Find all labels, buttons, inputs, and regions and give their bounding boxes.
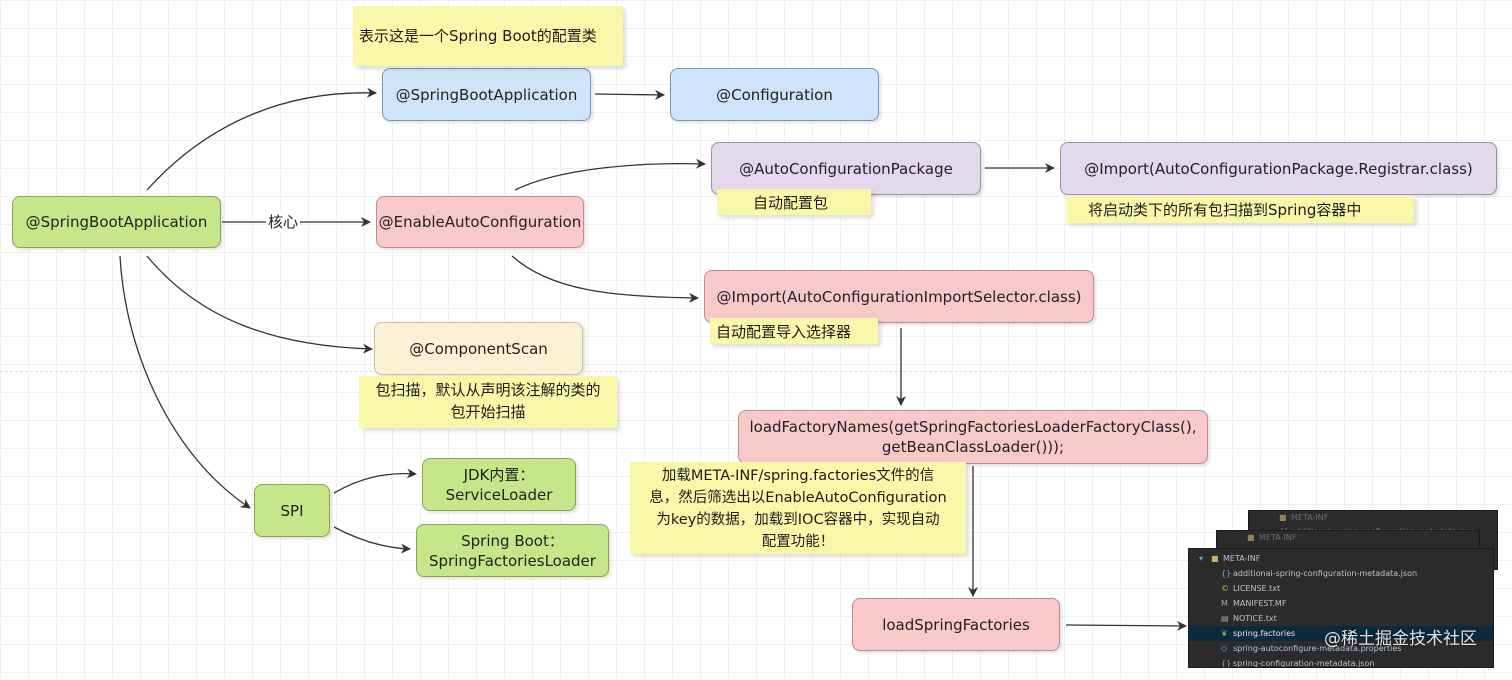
node-enable-auto-configuration[interactable]: @EnableAutoConfiguration bbox=[376, 196, 584, 248]
note-config-class: 表示这是一个Spring Boot的配置类 bbox=[353, 6, 623, 66]
folder-icon: ■ bbox=[1211, 554, 1219, 563]
node-label: @SpringBootApplication bbox=[25, 213, 208, 231]
edge-enable-to-autopkg bbox=[514, 158, 706, 191]
ide-tree-file[interactable]: {}spring-configuration-metadata.json bbox=[1189, 656, 1493, 668]
node-load-spring-factories[interactable]: loadSpringFactories bbox=[852, 598, 1060, 651]
node-label-line2: SpringFactoriesLoader bbox=[429, 551, 596, 570]
ide-tree-file[interactable]: M MANIFEST.MF bbox=[1189, 596, 1493, 611]
ide-folder-label: META-INF bbox=[1223, 554, 1261, 563]
edge-root-to-sba bbox=[146, 87, 377, 191]
edge-enable-to-selector bbox=[511, 255, 699, 303]
edge-spi-to-sb bbox=[333, 526, 411, 554]
node-spring-boot-application[interactable]: @SpringBootApplication bbox=[382, 68, 591, 121]
ide-folder-label: META-INF bbox=[1259, 533, 1297, 542]
ide-file-label: spring-configuration-metadata.json bbox=[1233, 659, 1375, 668]
ide-tree-folder-meta-inf[interactable]: ▾ ■ META-INF bbox=[1189, 551, 1493, 566]
node-label-line2: ServiceLoader bbox=[445, 485, 553, 504]
note-component-scan: 包扫描，默认从声明该注解的类的 包开始扫描 bbox=[359, 376, 617, 428]
folder-icon: ■ bbox=[1247, 533, 1255, 542]
node-auto-configuration-package[interactable]: @AutoConfigurationPackage bbox=[711, 142, 981, 195]
node-load-factory-names[interactable]: loadFactoryNames(getSpringFactoriesLoade… bbox=[738, 410, 1208, 464]
node-label: @AutoConfigurationPackage bbox=[739, 159, 953, 178]
folder-icon: ■ bbox=[1279, 513, 1287, 522]
watermark: @稀土掘金技术社区 bbox=[1324, 629, 1477, 649]
edge-spi-to-jdk bbox=[333, 468, 417, 494]
license-file-icon: © bbox=[1221, 584, 1229, 593]
note-registrar: 将启动类下的所有包扫描到Spring容器中 bbox=[1066, 196, 1414, 223]
ide-tree-file[interactable]: © LICENSE.txt bbox=[1189, 581, 1493, 596]
note-text-line2: 息，然后筛选出以EnableAutoConfiguration bbox=[649, 490, 947, 506]
node-label: SPI bbox=[280, 501, 304, 520]
properties-file-icon: ◇ bbox=[1221, 644, 1228, 653]
node-configuration[interactable]: @Configuration bbox=[670, 68, 879, 121]
node-label-line1: JDK内置： bbox=[463, 465, 535, 484]
node-label: @Import(AutoConfigurationPackage.Registr… bbox=[1084, 159, 1473, 178]
node-label: @Import(AutoConfigurationImportSelector.… bbox=[716, 287, 1082, 306]
node-label: @ComponentScan bbox=[409, 339, 548, 358]
chevron-down-icon: ▾ bbox=[1199, 554, 1204, 563]
ide-tree-file[interactable]: ◇ spring-autoconfigure-metadata.propertie… bbox=[1189, 641, 1493, 656]
node-import-selector[interactable]: @Import(AutoConfigurationImportSelector.… bbox=[704, 270, 1094, 323]
note-text-line4: 配置功能！ bbox=[761, 534, 835, 550]
ide-file-label: additional-spring-configuration-metadata… bbox=[1233, 569, 1418, 578]
ide-tree-file[interactable]: ▤ NOTICE.txt bbox=[1189, 611, 1493, 626]
edge-root-to-spi bbox=[119, 255, 251, 509]
json-file-icon: {} bbox=[1221, 659, 1232, 668]
ide-tree-file[interactable]: {}additional-spring-configuration-metada… bbox=[1189, 566, 1493, 581]
canvas-guide-line bbox=[0, 371, 1512, 372]
json-file-icon: {} bbox=[1221, 569, 1232, 578]
node-label: loadSpringFactories bbox=[882, 615, 1030, 634]
manifest-file-icon: M bbox=[1221, 599, 1228, 608]
node-label: @SpringBootApplication bbox=[395, 85, 578, 104]
note-auto-config-package: 自动配置包 bbox=[717, 189, 871, 215]
node-import-registrar[interactable]: @Import(AutoConfigurationPackage.Registr… bbox=[1060, 142, 1497, 195]
note-text-line1: 加载META-INF/spring.factories文件的信 bbox=[661, 468, 935, 484]
note-text: 将启动类下的所有包扫描到Spring容器中 bbox=[1088, 201, 1362, 219]
node-jdk-service-loader[interactable]: JDK内置： ServiceLoader bbox=[422, 458, 576, 511]
ide-tree-file-selected[interactable]: ❦ spring.factories bbox=[1189, 626, 1493, 641]
note-import-selector: 自动配置导入选择器 bbox=[710, 318, 878, 344]
node-label: @Configuration bbox=[716, 85, 833, 104]
note-text: 自动配置导入选择器 bbox=[716, 323, 852, 341]
note-text: 表示这是一个Spring Boot的配置类 bbox=[359, 27, 597, 45]
ide-folder-label: META-INF bbox=[1291, 513, 1329, 522]
node-label: @EnableAutoConfiguration bbox=[378, 213, 582, 231]
note-text-line3: 为key的数据，加载到IOC容器中，实现自动 bbox=[656, 512, 940, 528]
edge-sba-to-configuration bbox=[594, 89, 665, 100]
edge-loadspring-to-ide bbox=[1065, 620, 1187, 631]
ide-folder-row: ■ META-INF bbox=[1249, 511, 1497, 525]
edge-label-core: 核心 bbox=[266, 212, 301, 232]
note-load-spring-factories: 加载META-INF/spring.factories文件的信 息，然后筛选出以… bbox=[630, 462, 966, 554]
text-file-icon: ▤ bbox=[1221, 614, 1229, 623]
ide-file-label: spring.factories bbox=[1233, 629, 1296, 638]
node-label-line1: Spring Boot： bbox=[461, 531, 564, 550]
node-spi[interactable]: SPI bbox=[254, 484, 330, 537]
ide-file-label: spring-autoconfigure-metadata.properties bbox=[1233, 644, 1402, 653]
node-component-scan[interactable]: @ComponentScan bbox=[374, 322, 583, 375]
note-text-line1: 包扫描，默认从声明该注解的类的 bbox=[375, 381, 601, 399]
node-spring-factories-loader[interactable]: Spring Boot： SpringFactoriesLoader bbox=[416, 524, 609, 577]
ide-folder-row: ■ META-INF bbox=[1217, 531, 1479, 545]
node-label-line1: loadFactoryNames(getSpringFactoriesLoade… bbox=[749, 418, 1197, 436]
ide-file-label: MANIFEST.MF bbox=[1233, 599, 1287, 608]
note-text-line2: 包开始扫描 bbox=[450, 403, 526, 421]
node-spring-boot-application-root[interactable]: @SpringBootApplication bbox=[12, 196, 221, 248]
ide-file-label: LICENSE.txt bbox=[1233, 584, 1281, 593]
node-label-line2: getBeanClassLoader())); bbox=[881, 438, 1065, 456]
spring-leaf-icon: ❦ bbox=[1221, 629, 1228, 638]
ide-project-tree: ▾■META-INF {}additional-spring-configura… bbox=[1188, 548, 1494, 668]
edge-root-to-scan bbox=[146, 255, 373, 354]
ide-file-label: NOTICE.txt bbox=[1233, 614, 1277, 623]
note-text: 自动配置包 bbox=[753, 194, 829, 212]
